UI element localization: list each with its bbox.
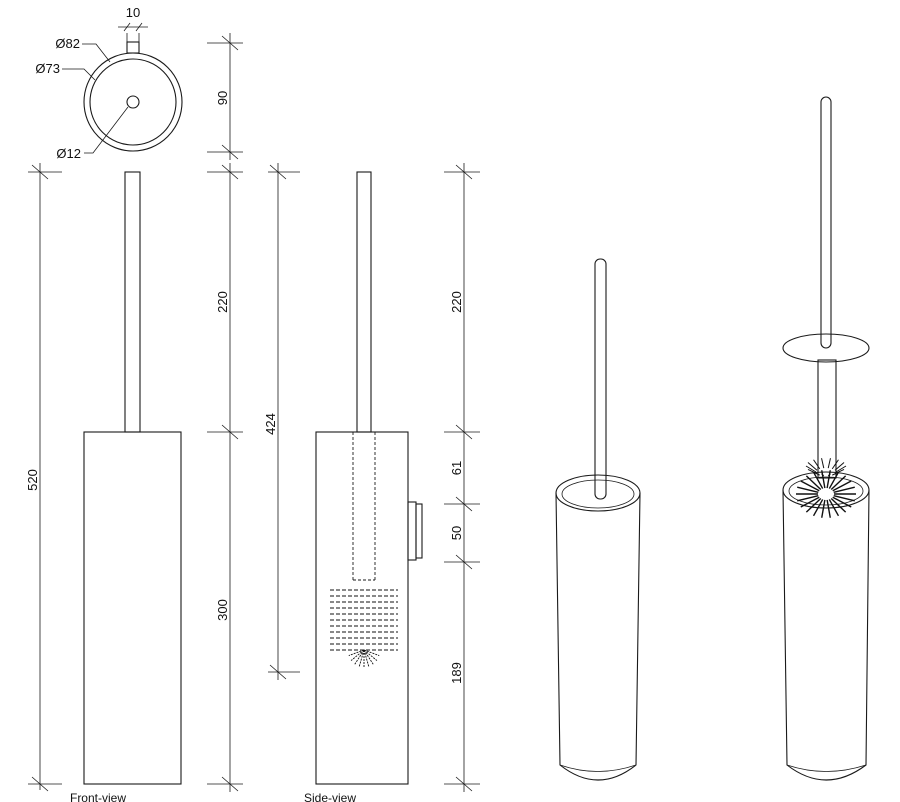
- closed-holder-inner-rim: [561, 479, 635, 509]
- lifted-rod-sleeve: [817, 359, 837, 479]
- bristle: [827, 458, 831, 469]
- top-view: 10 Ø82 Ø73 Ø12 90: [35, 5, 243, 161]
- bristle: [807, 462, 818, 471]
- bristle: [826, 499, 831, 518]
- side-view: 424 220 61 50 189 Side-view: [263, 163, 480, 802]
- closed-holder-rim: [555, 474, 641, 512]
- bristle: [832, 471, 839, 476]
- inner-diameter-label: Ø73: [35, 61, 60, 76]
- top-mount-tab: [126, 41, 140, 54]
- top-outer-circle: [83, 52, 183, 152]
- bristle: [821, 473, 825, 477]
- bristle: [821, 470, 826, 489]
- front-view: 520 220 300 Front-view: [25, 163, 243, 802]
- bristle: [833, 495, 855, 502]
- bristle: [354, 649, 365, 665]
- front-handle-length-label: 220: [215, 291, 230, 313]
- bristle: [832, 496, 852, 508]
- bristle: [812, 499, 824, 517]
- bristle: [348, 649, 365, 656]
- brush-length-dimension: 424: [263, 163, 300, 680]
- depth-dimension: 90: [207, 33, 243, 160]
- side-wall-bracket: [407, 501, 417, 561]
- bristle: [812, 471, 824, 489]
- rod-diameter-callout: Ø12: [56, 106, 129, 161]
- bristle: [828, 471, 840, 489]
- side-handle: [356, 171, 372, 433]
- tab-width-label: 10: [126, 5, 140, 20]
- lifted-holder-rim: [782, 471, 870, 509]
- side-body: [315, 431, 409, 785]
- front-chain-dimension: 220 300: [207, 163, 243, 792]
- bristle: [835, 465, 847, 473]
- perspective-view-closed: [555, 258, 641, 781]
- lifted-holder-inner-rim: [788, 476, 864, 506]
- bristle: [828, 499, 840, 517]
- top-inner-circle: [89, 58, 177, 146]
- bristle: [813, 459, 821, 470]
- overall-height-dimension: 520: [25, 163, 62, 792]
- lifted-handle: [820, 96, 832, 349]
- brush-length-label: 424: [263, 413, 278, 435]
- inner-diameter-callout: Ø73: [35, 61, 96, 81]
- depth-label: 90: [215, 91, 230, 105]
- overall-height-label: 520: [25, 469, 40, 491]
- bristle: [805, 465, 817, 473]
- bristle: [833, 486, 855, 493]
- bristle: [827, 473, 831, 477]
- bristle: [363, 649, 374, 665]
- bristle: [805, 475, 822, 490]
- rod-diameter-label: Ø12: [56, 146, 81, 161]
- bristle: [797, 486, 819, 493]
- side-dim-b-label: 50: [449, 526, 464, 540]
- side-view-caption: Side-view: [304, 791, 356, 802]
- front-view-caption: Front-view: [70, 791, 126, 802]
- bristle: [821, 499, 826, 518]
- outer-diameter-label: Ø82: [55, 36, 80, 51]
- closed-handle: [594, 258, 607, 500]
- outer-diameter-callout: Ø82: [55, 36, 111, 63]
- bristle: [832, 480, 852, 492]
- bristle: [805, 498, 822, 513]
- side-handle-length-label: 220: [449, 291, 464, 313]
- perspective-view-lifted: [782, 96, 870, 781]
- closed-holder-body: [555, 492, 641, 781]
- bristle: [350, 649, 365, 661]
- bristle: [834, 462, 845, 471]
- front-body: [83, 431, 182, 785]
- front-body-height-label: 300: [215, 599, 230, 621]
- lifted-holder-body: [782, 489, 870, 781]
- bristle: [830, 498, 847, 513]
- hidden-brush-head: [330, 589, 398, 668]
- bristle: [831, 459, 839, 470]
- side-dim-a-label: 61: [449, 461, 464, 475]
- lifted-lid-disc: [782, 333, 870, 363]
- side-chain-dimension: 220 61 50 189: [444, 163, 480, 792]
- tab-width-dimension: 10: [118, 5, 148, 42]
- front-handle: [124, 171, 141, 433]
- visible-brush-head: [796, 458, 856, 518]
- side-wall-plate: [415, 503, 423, 559]
- bristle: [830, 475, 847, 490]
- bristle: [797, 495, 819, 502]
- bristle: [800, 480, 820, 492]
- bristle: [363, 649, 380, 656]
- bristle: [826, 470, 831, 489]
- bristle: [363, 649, 378, 661]
- side-dim-c-label: 189: [449, 662, 464, 684]
- top-rod-circle: [126, 95, 140, 109]
- bristle: [821, 458, 825, 469]
- bristle: [807, 469, 818, 475]
- bristle: [800, 496, 820, 508]
